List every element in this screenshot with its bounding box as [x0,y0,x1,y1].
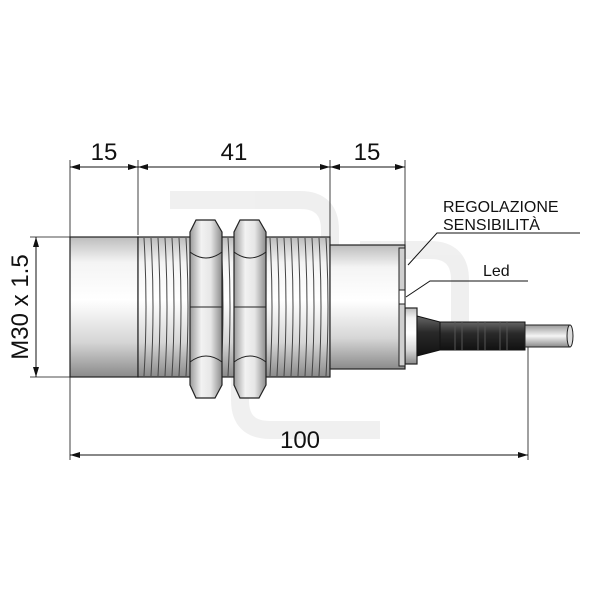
thread-line [297,237,301,377]
thread-line [164,237,168,377]
thread-line [185,237,189,377]
thread-line [227,237,231,377]
locking-nut-right [233,219,267,399]
sensor-cable [404,307,574,365]
thread-line [157,237,161,377]
thread-line [143,237,147,377]
thread-line [276,237,280,377]
thread-dimension-line [33,237,39,377]
thread-line [283,237,287,377]
thread-line [325,237,329,377]
thread-line [318,237,322,377]
thread-line [269,237,273,377]
dim-rear-length: 15 [354,139,381,166]
thread-line [171,237,175,377]
dim-front-length: 15 [91,139,118,166]
thread-line [290,237,294,377]
label-adjustment-line2: SENSIBILITÀ [443,215,540,234]
label-leader-lines [405,232,580,298]
thread-line [178,237,182,377]
dim-total-length: 100 [280,427,320,454]
thread-line [150,237,154,377]
thread-line [311,237,315,377]
sensor-front-cap [69,236,139,378]
label-adjustment-line1: REGOLAZIONE [443,199,559,216]
thread-line [304,237,308,377]
locking-nut-left [189,219,223,399]
dim-thread-length: 41 [221,139,248,166]
top-dimension-lines [70,164,405,170]
bottom-dimension-line [70,452,528,458]
label-led: Led [483,263,510,280]
dim-thread-spec: M30 x 1.5 [7,254,34,359]
sensor-rear-body [329,244,406,370]
